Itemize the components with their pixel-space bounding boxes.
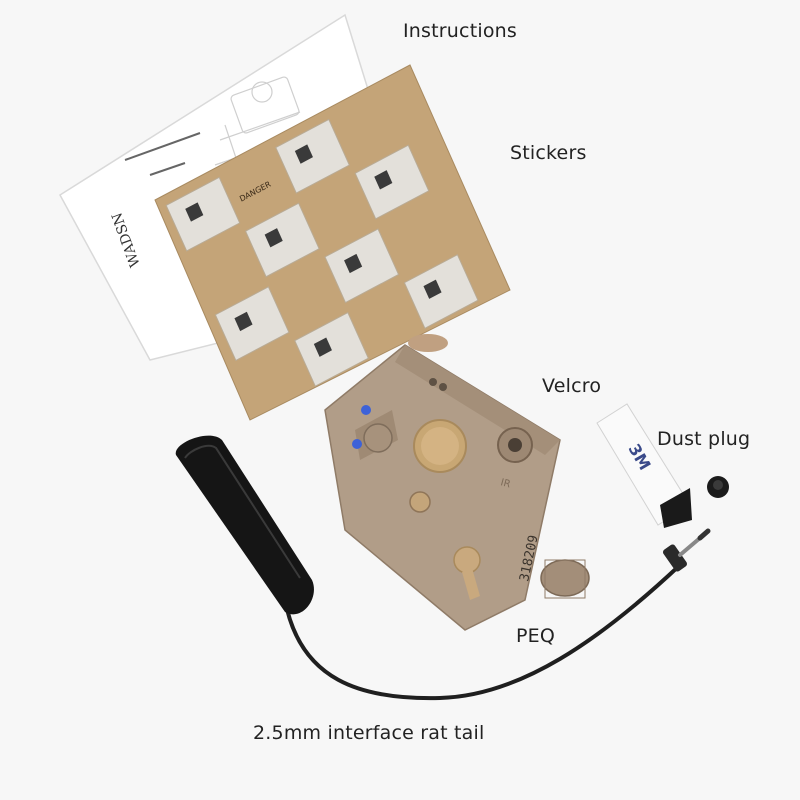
label-dust-plug: Dust plug [657,428,751,450]
label-peq: PEQ [516,625,556,647]
label-rat-tail: 2.5mm interface rat tail [253,722,485,744]
pressure-pad [175,435,314,615]
peq-device: IR 318209 [324,334,590,631]
device-panel-mark: IR [499,477,511,490]
label-stickers: Stickers [510,142,587,164]
rat-tail-cable [283,528,711,701]
label-velcro: Velcro [542,375,602,397]
sticker-sheet: DANGER [154,64,511,421]
label-instructions: Instructions [403,20,517,42]
velcro-strip: 3M [596,403,692,528]
dust-plug [707,476,729,498]
